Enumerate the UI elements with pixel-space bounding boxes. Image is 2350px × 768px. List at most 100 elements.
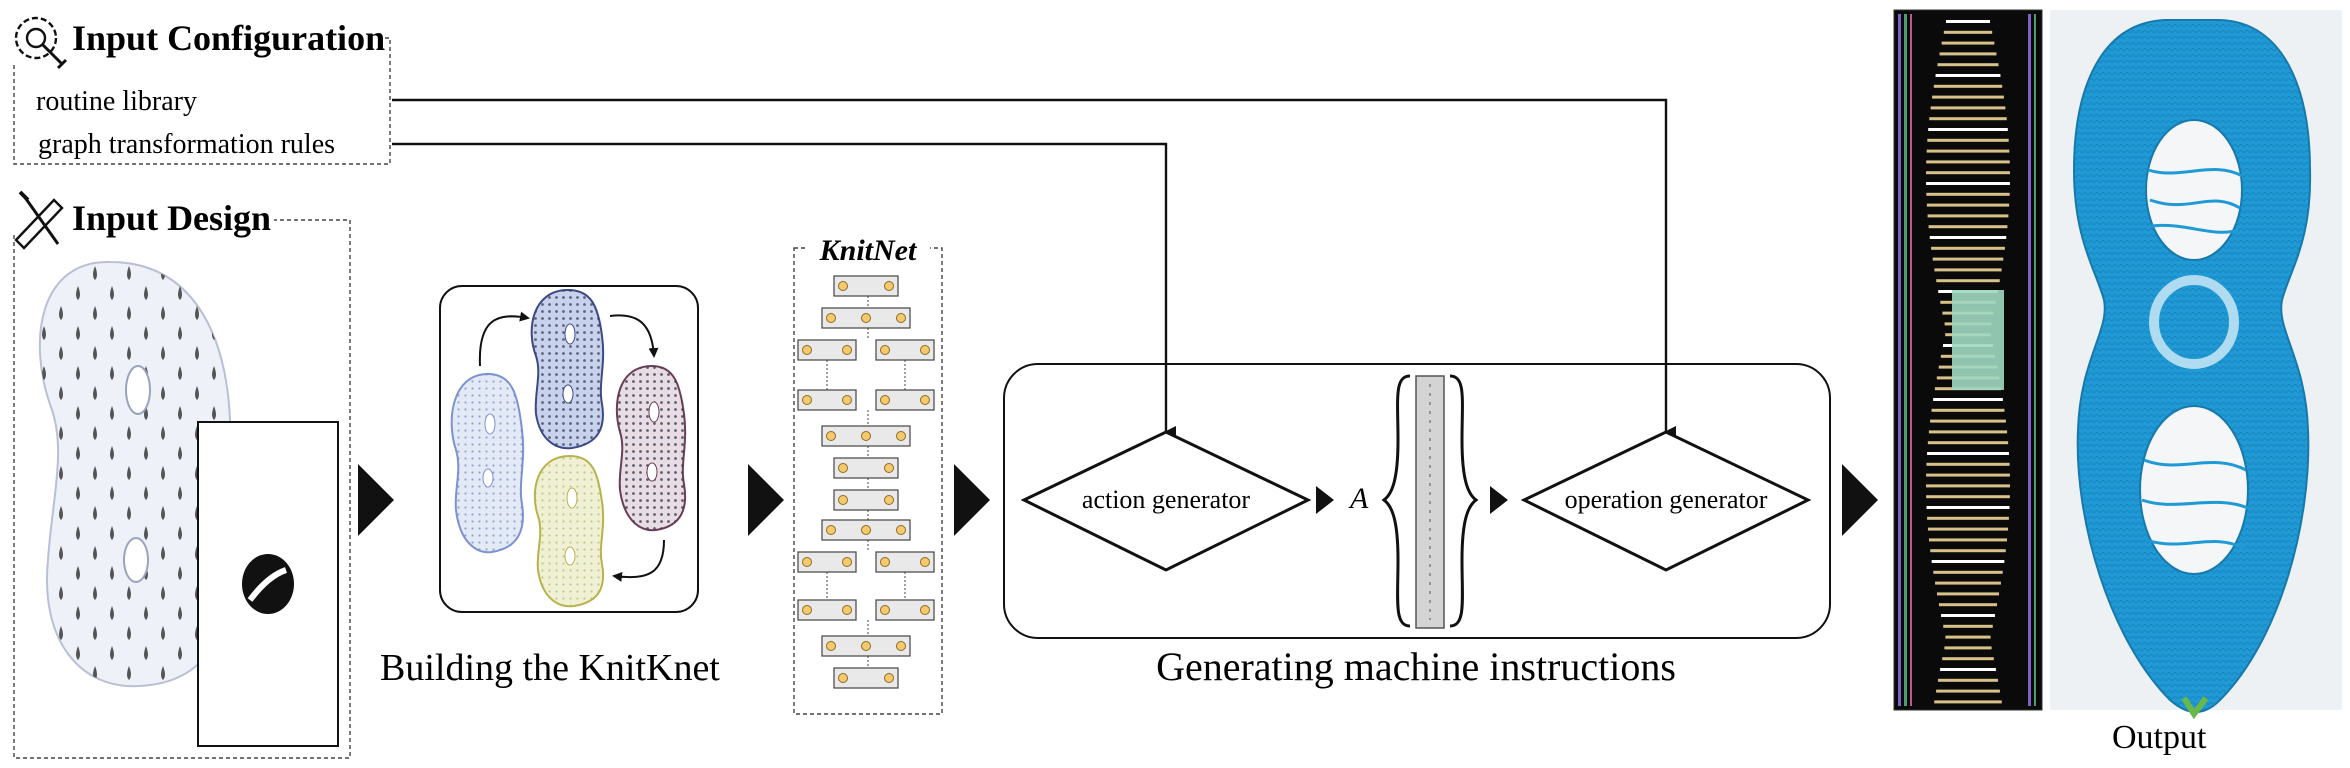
machine-code-row <box>1932 257 2004 261</box>
machine-code-row <box>1935 74 2001 77</box>
knitnet-node-box <box>833 457 899 479</box>
machine-code-row <box>1935 581 2001 585</box>
machine-code-row <box>1926 462 2010 466</box>
knitnet-node-box <box>833 275 899 297</box>
knitnet-node <box>884 463 894 473</box>
knitnet-node <box>842 345 852 355</box>
machine-code-row <box>1930 549 2006 553</box>
knitnet-node <box>802 557 812 567</box>
knitnet-node <box>884 495 894 505</box>
machine-code-row <box>1926 203 2010 207</box>
knitnet-node <box>896 313 906 323</box>
knitnet-node <box>861 313 871 323</box>
machine-code-row <box>1926 473 2010 477</box>
knitnet-node-box <box>875 599 935 621</box>
knitnet-node-graph <box>797 275 935 689</box>
machine-code-row <box>1933 398 2003 401</box>
machine-code-row <box>1927 452 2009 455</box>
left-brace <box>1381 374 1411 628</box>
graph-rules-connector <box>392 142 1176 438</box>
knitnet-node <box>861 431 871 441</box>
operation-generator-node <box>1520 430 1812 572</box>
knitnet-node <box>920 557 930 567</box>
knitnet-node <box>880 395 890 405</box>
machine-code-row <box>1930 419 2006 423</box>
knitnet-node <box>838 281 848 291</box>
knitnet-node <box>896 641 906 651</box>
knitnet-node <box>842 395 852 405</box>
machine-code-row <box>1927 138 2009 142</box>
knitnet-node <box>838 463 848 473</box>
knitnet-node <box>920 395 930 405</box>
action-generator-node <box>1020 430 1312 572</box>
machine-code-row <box>1928 128 2008 131</box>
generating-panel: action generator A operation generator <box>1003 363 1831 639</box>
machine-code-row <box>1941 41 1995 45</box>
machine-code-row <box>1934 700 2002 704</box>
machine-code-row <box>1933 84 2003 88</box>
input-configuration-title: Input Configuration <box>72 18 385 58</box>
machine-code-row <box>1936 592 2000 596</box>
knitnet-title: KnitNet <box>819 234 918 267</box>
right-brace <box>1449 374 1479 628</box>
flow-arrow-3 <box>954 464 990 536</box>
ruler-pencil-icon <box>14 190 64 250</box>
machine-code-row <box>1930 106 2006 110</box>
machine-code-row <box>1926 149 2010 153</box>
machine-code-row <box>1929 236 2007 239</box>
input-pattern-card <box>197 421 339 747</box>
graph-transformation-rules-label: graph transformation rules <box>38 129 335 160</box>
knitted-hole-bottom <box>2139 405 2249 575</box>
machine-code-row <box>1931 246 2005 250</box>
knitnet-node <box>920 605 930 615</box>
knitnet-node-box <box>833 667 899 689</box>
building-panel <box>439 285 699 613</box>
machine-code-row <box>1926 171 2010 175</box>
small-arrow-1 <box>1316 486 1334 514</box>
machine-code-row <box>1926 192 2010 196</box>
machine-code-row <box>1938 603 1998 607</box>
knitnet-node-box <box>797 599 857 621</box>
knitnet-node <box>842 605 852 615</box>
machine-code-row <box>1933 570 2003 574</box>
flow-arrow-1 <box>358 464 394 536</box>
knitnet-node <box>880 345 890 355</box>
machine-code-row <box>1936 689 2000 693</box>
machine-code-row <box>1926 495 2010 499</box>
knitnet-node <box>826 313 836 323</box>
knitted-float-middle <box>2149 275 2239 369</box>
input-design-title: Input Design <box>72 198 271 238</box>
machine-code-row <box>1926 160 2010 164</box>
mesh-shape-yellow <box>533 454 605 608</box>
knitnet-node <box>802 345 812 355</box>
input-mesh-image <box>38 260 232 688</box>
machine-code-row <box>1927 516 2009 520</box>
flow-arrow-2 <box>748 464 784 536</box>
machine-code-row <box>1942 657 1994 661</box>
knitnet-node <box>826 641 836 651</box>
machine-code-row <box>1928 538 2008 542</box>
machine-code-row <box>1927 527 2009 531</box>
machine-code-row <box>1944 646 1992 650</box>
knitnet-node <box>861 525 871 535</box>
knitnet-node <box>838 673 848 683</box>
machine-code-row <box>1926 484 2010 488</box>
machine-code-row <box>1931 408 2005 412</box>
machine-code-row <box>1940 668 1996 671</box>
knitted-hole-top <box>2145 119 2243 261</box>
knitnet-node <box>802 605 812 615</box>
knitnet-node-box <box>833 489 899 511</box>
knitted-output-photo <box>2050 10 2342 720</box>
machine-code-row <box>1926 506 2010 509</box>
generating-caption: Generating machine instructions <box>1156 644 1676 689</box>
machine-code-row <box>1928 225 2008 229</box>
knitnet-node <box>826 431 836 441</box>
machine-code-row <box>1945 635 1991 639</box>
knitnet-node <box>802 395 812 405</box>
action-symbol: A <box>1348 482 1369 515</box>
machine-code-row <box>1931 560 2005 563</box>
machine-code-row <box>1938 678 1998 682</box>
mesh-shape-blue <box>450 372 525 554</box>
machine-code-row <box>1928 430 2008 434</box>
